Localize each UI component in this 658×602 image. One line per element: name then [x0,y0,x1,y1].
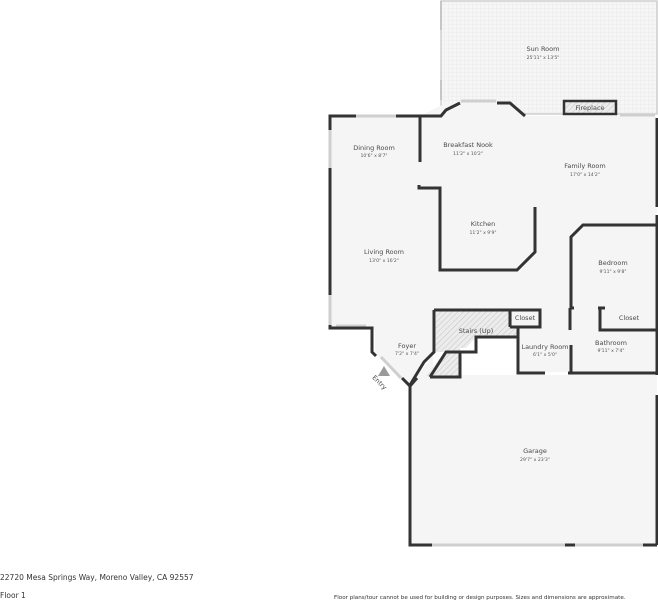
sun-room-label[interactable]: Sun Room 25'11" x 13'5" [527,45,560,61]
family-room-name: Family Room [564,162,606,170]
living-room-label[interactable]: Living Room 13'0" x 16'2" [364,248,404,264]
sun-room [440,0,658,115]
bedroom-label[interactable]: Bedroom 9'11" x 9'8" [598,259,627,275]
breakfast-nook-name: Breakfast Nook [443,141,493,149]
dining-room-label[interactable]: Dining Room 10'6" x 8'7" [353,144,395,159]
laundry-room-dims: 6'1" x 5'0" [533,352,557,358]
entry-arrow-icon [378,366,390,376]
family-room-label[interactable]: Family Room 17'0" x 14'2" [564,162,606,178]
living-room-dims: 13'0" x 16'2" [369,258,399,264]
bedroom-dims: 9'11" x 9'8" [599,269,626,275]
dining-room-dims: 10'6" x 8'7" [360,153,387,159]
foyer-label[interactable]: Foyer 7'2" x 7'4" [395,342,419,357]
foyer-name: Foyer [398,342,416,350]
bathroom-label[interactable]: Bathroom 9'11" x 7'4" [595,339,627,354]
kitchen-name: Kitchen [471,220,495,228]
living-room-name: Living Room [364,248,404,256]
laundry-room-name: Laundry Room [521,343,568,351]
fireplace[interactable] [562,99,618,116]
disclaimer-text: Floor plans/tour cannot be used for buil… [334,595,626,601]
garage-dims: 29'7" x 23'3" [520,457,550,463]
bedroom-name: Bedroom [598,259,627,267]
sun-room-dims: 25'11" x 13'5" [527,55,560,61]
closet-laundry-label: Closet [515,314,536,322]
floor-label: Floor 1 [0,591,26,600]
stairs-area [426,311,518,376]
kitchen-label[interactable]: Kitchen 11'2" x 9'9" [469,220,496,236]
dining-room-name: Dining Room [353,144,395,152]
breakfast-nook-dims: 11'2" x 10'2" [453,151,483,157]
bathroom-name: Bathroom [595,339,627,347]
foyer-dims: 7'2" x 7'4" [395,351,419,357]
garage-label[interactable]: Garage 29'7" x 23'3" [520,447,550,463]
stairs-label: Stairs (Up) [459,327,494,335]
laundry-room-label[interactable]: Laundry Room 6'1" x 5'0" [521,343,568,358]
breakfast-nook-label[interactable]: Breakfast Nook 11'2" x 10'2" [443,141,493,157]
fireplace-label: Fireplace [575,104,604,112]
walls [328,101,658,547]
closet-bathroom-label: Closet [619,314,640,322]
family-room-dims: 17'0" x 14'2" [570,172,600,178]
windows [328,99,655,547]
sun-room-name: Sun Room [527,45,560,53]
property-address: 22720 Mesa Springs Way, Moreno Valley, C… [0,573,194,582]
main-floor [330,103,657,545]
garage-name: Garage [523,447,547,455]
kitchen-dims: 11'2" x 9'9" [469,230,496,236]
bathroom-dims: 9'11" x 7'4" [597,348,624,354]
entry-label: Entry [370,374,388,392]
